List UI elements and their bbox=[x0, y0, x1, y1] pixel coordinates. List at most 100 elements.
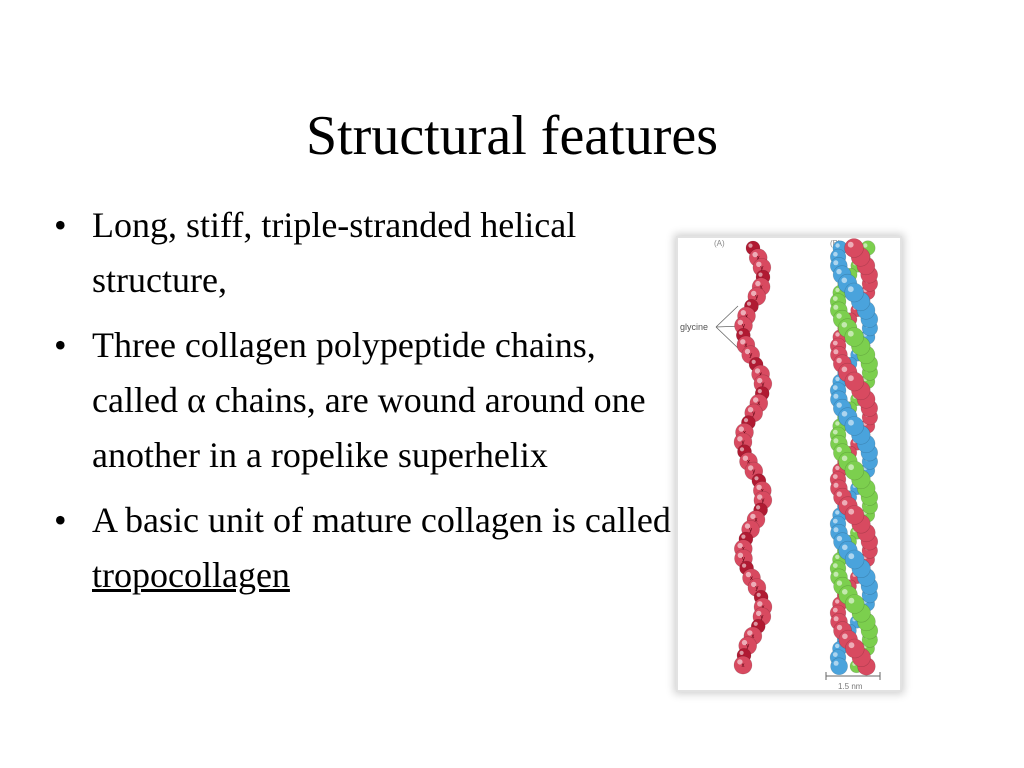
bead-highlight bbox=[863, 243, 868, 248]
bead-highlight bbox=[836, 446, 842, 453]
bead-highlight bbox=[835, 243, 840, 248]
bead-highlight bbox=[835, 643, 840, 649]
bead-highlight bbox=[841, 411, 848, 417]
red-chain-bead bbox=[844, 238, 864, 258]
residue-x-label: x bbox=[757, 401, 760, 407]
green-chain-bead bbox=[844, 327, 864, 347]
bead-highlight bbox=[739, 447, 745, 452]
bead-highlight bbox=[748, 465, 754, 471]
bead-highlight bbox=[745, 571, 752, 578]
bead-highlight bbox=[740, 310, 746, 316]
bead-highlight bbox=[848, 419, 854, 426]
bead-highlight bbox=[751, 359, 756, 364]
bead-highlight bbox=[848, 508, 855, 515]
residue-x-label: x bbox=[747, 459, 750, 465]
bullet-symbol: • bbox=[54, 205, 67, 245]
scale-bar bbox=[825, 672, 881, 680]
bead-highlight bbox=[738, 426, 744, 432]
triple-helix-b bbox=[829, 238, 879, 676]
bead-highlight bbox=[833, 616, 839, 622]
green-chain-bead bbox=[844, 460, 865, 481]
bead-highlight bbox=[836, 357, 842, 364]
bead-highlight bbox=[833, 571, 839, 577]
bead-highlight bbox=[832, 563, 838, 568]
residue-x-label: x bbox=[745, 314, 748, 320]
bead-highlight bbox=[756, 505, 761, 510]
bead-highlight bbox=[848, 464, 854, 471]
bead-highlight bbox=[841, 500, 848, 506]
bead-highlight bbox=[833, 349, 839, 355]
bead-highlight bbox=[751, 290, 757, 297]
bead-highlight bbox=[748, 243, 753, 248]
blue-chain-bead bbox=[844, 282, 864, 303]
bead-highlight bbox=[758, 272, 763, 277]
bead-highlight bbox=[757, 601, 763, 607]
bead-highlight bbox=[848, 642, 855, 649]
bead-highlight bbox=[835, 421, 840, 426]
bead-highlight bbox=[842, 633, 848, 640]
bead-highlight bbox=[757, 389, 762, 394]
residue-y-label: y bbox=[752, 469, 755, 475]
tropocollagen-term: tropocollagen bbox=[92, 555, 290, 595]
scale-label: 1.5 nm bbox=[838, 682, 863, 690]
bead-highlight bbox=[847, 241, 854, 248]
bead-highlight bbox=[842, 544, 848, 551]
bead-highlight bbox=[833, 251, 838, 257]
bead-highlight bbox=[832, 518, 838, 524]
bead-highlight bbox=[741, 639, 748, 646]
bead-highlight bbox=[750, 513, 756, 520]
bullet-list: • Long, stiff, triple-stranded helical s… bbox=[50, 198, 675, 613]
bead-highlight bbox=[833, 304, 839, 310]
bead-highlight bbox=[841, 322, 848, 328]
residue-x-label: x bbox=[750, 576, 753, 582]
bullet-text: A basic unit of mature collagen is calle… bbox=[92, 500, 671, 540]
bead-highlight bbox=[751, 581, 757, 588]
bead-highlight bbox=[744, 523, 751, 529]
bead-highlight bbox=[832, 474, 838, 479]
residue-y-label: y bbox=[761, 382, 764, 388]
bullet-item: • A basic unit of mature collagen is cal… bbox=[50, 493, 675, 603]
bead-highlight bbox=[832, 340, 838, 346]
bead-highlight bbox=[835, 510, 840, 515]
residue-y-label: y bbox=[742, 324, 745, 330]
bead-highlight bbox=[841, 455, 848, 462]
red-chain-bead bbox=[845, 638, 865, 659]
bullet-item: • Three collagen polypeptide chains, cal… bbox=[50, 318, 675, 483]
bead-highlight bbox=[754, 476, 759, 481]
bead-highlight bbox=[848, 553, 855, 560]
bead-highlight bbox=[756, 610, 762, 617]
bead-highlight bbox=[835, 376, 840, 382]
bead-highlight bbox=[756, 592, 761, 597]
residue-y-label: y bbox=[755, 586, 758, 592]
residue-x-label: x bbox=[751, 634, 754, 640]
bullet-text: Three collagen polypeptide chains, calle… bbox=[92, 325, 646, 475]
residue-y-label: y bbox=[760, 615, 763, 621]
red-chain-bead bbox=[844, 505, 865, 525]
bead-highlight bbox=[835, 287, 840, 293]
bead-highlight bbox=[832, 429, 838, 435]
bullet-symbol: • bbox=[54, 325, 67, 365]
bead-highlight bbox=[738, 330, 743, 335]
residue-y-label: y bbox=[742, 440, 745, 446]
bullet-text: Long, stiff, triple-stranded helical str… bbox=[92, 205, 577, 300]
bead-highlight bbox=[847, 286, 854, 293]
slide-title: Structural features bbox=[305, 105, 719, 167]
bead-highlight bbox=[753, 397, 759, 403]
bead-highlight bbox=[836, 268, 842, 275]
bead-highlight bbox=[836, 624, 843, 631]
bead-highlight bbox=[741, 534, 746, 539]
blue-chain-bead bbox=[830, 657, 848, 676]
residue-y-label: y bbox=[760, 265, 763, 271]
bead-highlight bbox=[757, 494, 763, 500]
bead-highlight bbox=[833, 660, 839, 666]
residue-x-label: x bbox=[744, 343, 747, 349]
bead-highlight bbox=[752, 251, 758, 258]
bead-highlight bbox=[832, 385, 838, 390]
residue-y-label: y bbox=[755, 295, 758, 301]
residue-y-label: y bbox=[749, 353, 752, 359]
residue-y-label: y bbox=[752, 411, 755, 417]
bead-highlight bbox=[836, 402, 842, 408]
bead-highlight bbox=[739, 650, 744, 655]
bead-highlight bbox=[833, 482, 839, 488]
